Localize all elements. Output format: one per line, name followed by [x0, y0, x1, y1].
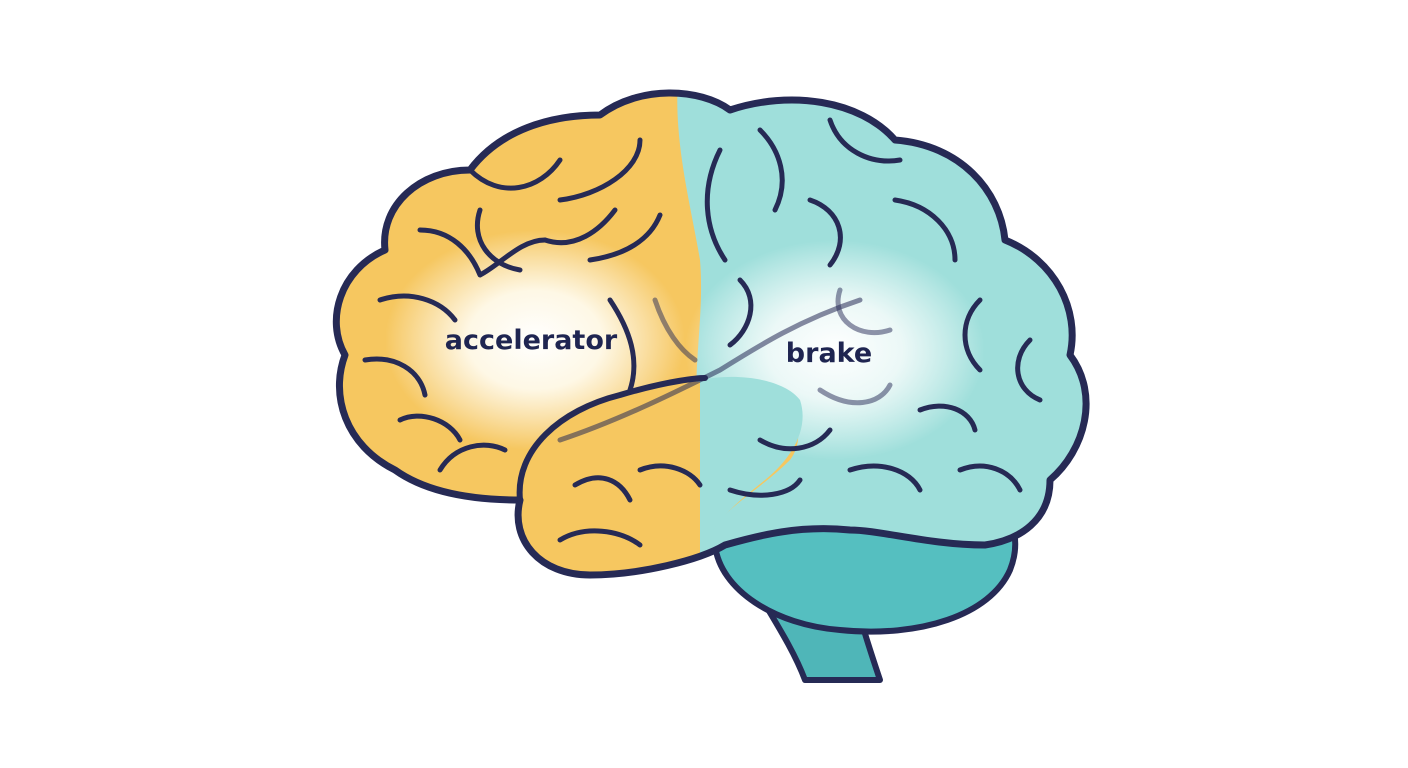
- right-folds: [704, 117, 1043, 498]
- brake-label: brake: [786, 338, 872, 369]
- temporal-lobe-outline: [516, 375, 708, 503]
- cerebrum-outline: [332, 89, 1090, 579]
- cerebrum-fill: [336, 92, 1087, 576]
- left-folds: [362, 137, 703, 548]
- accelerator-label: accelerator: [445, 325, 618, 356]
- sylvian-fissure-line: [557, 297, 863, 443]
